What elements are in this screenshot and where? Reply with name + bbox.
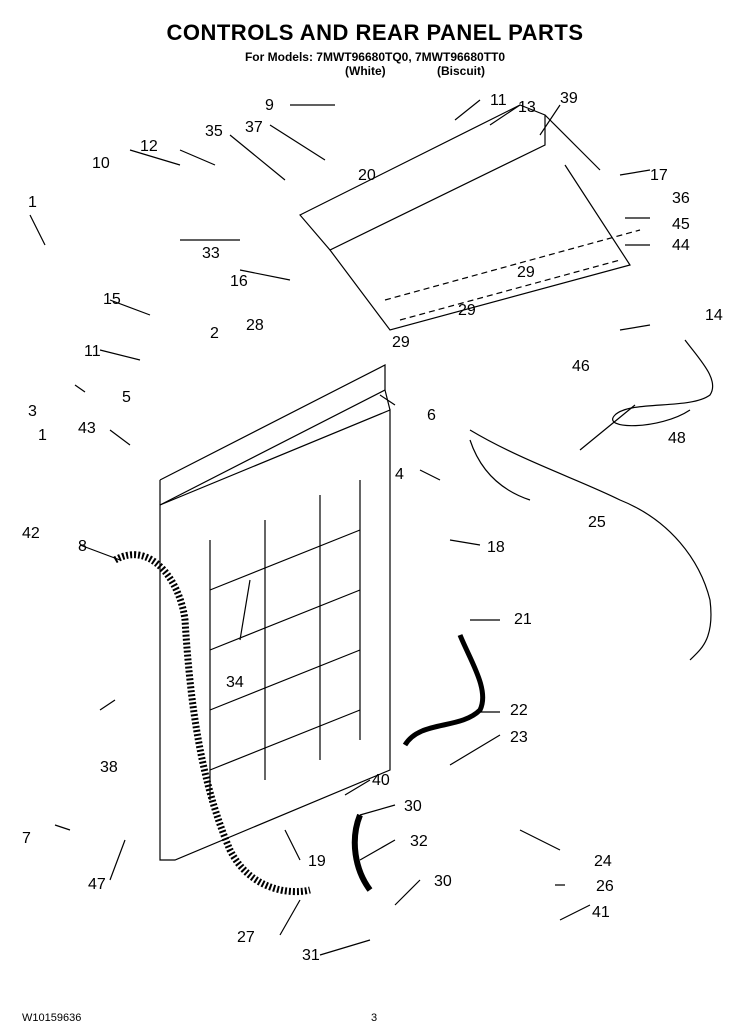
callout-label: 36 [672,190,690,207]
callout-label: 22 [510,702,528,719]
callout-label: 20 [358,167,376,184]
callout-label: 29 [517,264,535,281]
callout-label: 40 [372,772,390,789]
variant-biscuit: (Biscuit) [437,64,485,78]
callout-label: 9 [265,97,274,114]
callout-label: 1 [38,427,47,444]
callout-label: 12 [140,138,158,155]
callout-label: 29 [392,334,410,351]
callout-label: 44 [672,237,690,254]
callout-label: 19 [308,853,326,870]
callout-label: 14 [705,307,723,324]
callout-label: 30 [404,798,422,815]
callout-label: 7 [22,830,31,847]
callout-label: 23 [510,729,528,746]
callout-label: 32 [410,833,428,850]
model-numbers: For Models: 7MWT96680TQ0, 7MWT96680TT0 [244,50,506,64]
diagram-artwork [29,99,714,956]
callout-label: 34 [226,674,244,691]
callout-label: 11 [84,343,101,360]
variant-white: (White) [345,64,386,78]
callout-label: 48 [668,430,686,447]
callout-label: 11 [490,92,507,109]
callout-label: 10 [92,155,110,172]
callout-label: 5 [122,389,131,406]
callout-label: 25 [588,514,606,531]
callout-label: 42 [22,525,40,542]
callout-label: 41 [592,904,610,921]
callout-label: 27 [237,929,255,946]
callout-label: 30 [434,873,452,890]
callout-label: 26 [596,878,614,895]
callout-label: 3 [28,403,37,420]
page-title: CONTROLS AND REAR PANEL PARTS [166,20,584,45]
page-number: 3 [371,1012,378,1024]
callout-label: 13 [518,99,536,116]
callout-label: 16 [230,273,248,290]
callout-label: 24 [594,853,612,870]
callout-label: 1 [28,194,37,211]
callout-label: 29 [458,302,476,319]
callout-labels: 1 1 2 3 4 5 6 7 8 9 10 11 11 12 13 14 15… [22,90,723,964]
callout-label: 18 [487,539,505,556]
callout-label: 39 [560,90,578,107]
callout-label: 37 [245,119,263,136]
callout-label: 28 [246,317,264,334]
callout-label: 33 [202,245,220,262]
callout-label: 46 [572,358,590,375]
callout-label: 38 [100,759,118,776]
doc-number: W10159636 [22,1012,82,1024]
callout-label: 17 [650,167,668,184]
callout-label: 47 [88,876,106,893]
callout-label: 31 [302,947,320,964]
callout-label: 35 [205,123,223,140]
callout-label: 21 [514,611,532,628]
callout-label: 45 [672,216,690,233]
callout-label: 4 [395,466,404,483]
callout-label: 43 [78,420,96,437]
callout-label: 8 [78,538,87,555]
callout-label: 15 [103,291,121,308]
callout-label: 2 [210,325,219,342]
callout-label: 6 [427,407,436,424]
